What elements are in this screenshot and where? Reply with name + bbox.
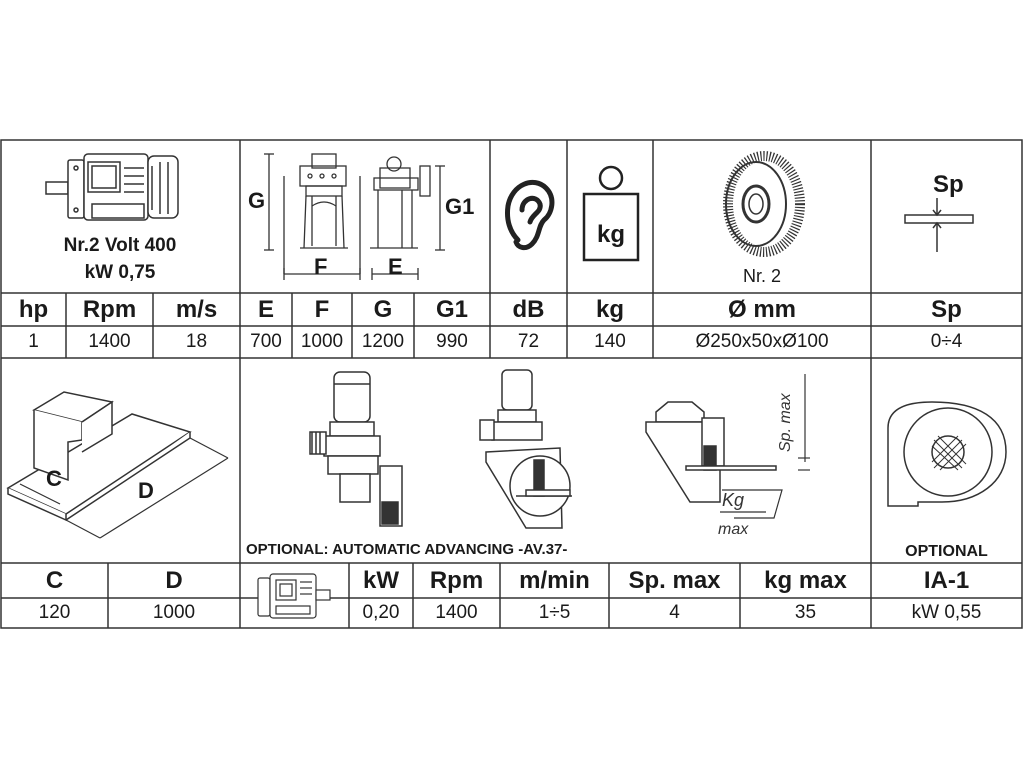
header-kg: kg [595,295,624,323]
header-ms: m/s [175,295,218,323]
feeder-sp-max-label: Sp. max [777,392,794,452]
header-diameter: Ø mm [727,295,796,323]
dim-label-g1: G1 [445,194,474,219]
value-diameter: Ø250x50xØ100 [695,331,829,352]
brush-caption: Nr. 2 [742,265,781,286]
feeder-max-label: max [718,521,749,538]
value-c: 120 [38,602,71,623]
extractor-fan-icon [887,401,1007,507]
motor-icon [45,153,179,221]
header-feeder-rpm: Rpm [429,566,484,594]
feeder-caption: OPTIONAL: AUTOMATIC ADVANCING -AV.37- [246,541,568,558]
table-label-d: D [138,478,154,503]
sp-icon-label: Sp [933,171,964,198]
header-e: E [257,295,274,323]
header-g1: G1 [435,295,468,323]
value-g: 1200 [361,331,405,352]
value-hp: 1 [28,331,39,352]
weight-icon: kg [582,165,640,262]
dim-label-g: G [248,188,265,213]
motor-caption-line2: kW 0,75 [84,262,156,283]
value-kw: 0,20 [362,602,400,623]
value-e: 700 [250,331,282,352]
dim-label-e: E [388,254,403,279]
value-kg-max: 35 [794,602,817,623]
value-sp: 0÷4 [930,331,963,352]
value-db: 72 [517,331,540,352]
value-f: 1000 [300,331,344,352]
extractor-caption: OPTIONAL [905,543,988,560]
value-kg: 140 [594,331,626,352]
value-ms: 18 [185,331,208,352]
value-ia-1: kW 0,55 [911,602,982,623]
worktable-diagram-icon: C D [6,391,229,539]
header-db: dB [512,295,545,323]
feeder-kg-label: Kg [722,490,744,510]
value-sp-max: 4 [669,602,680,623]
header-sp-max: Sp. max [628,566,721,594]
ear-icon [505,180,555,251]
header-rpm: Rpm [82,295,137,323]
value-feeder-rpm: 1400 [435,602,478,623]
motor-caption-line1: Nr.2 Volt 400 [63,235,177,256]
header-sp: Sp [931,295,962,323]
value-m-min: 1÷5 [538,602,571,623]
value-g1: 990 [436,331,468,352]
thickness-sp-icon: Sp [904,171,974,252]
dimension-diagram-icon: G F E G1 [248,153,474,280]
weight-icon-label: kg [597,221,625,248]
brush-icon [723,151,805,257]
header-kw: kW [363,566,399,594]
value-d: 1000 [152,602,196,623]
feeder-diagram-icon: Sp. max Kg max [309,369,810,538]
feeder-motor-icon [257,573,331,619]
header-d: D [165,566,183,594]
header-f: F [314,295,330,323]
header-g: G [373,295,393,323]
header-ia-1: IA-1 [923,566,970,594]
header-hp: hp [18,295,49,323]
table-label-c: C [46,466,62,491]
header-kg-max: kg max [764,566,847,594]
header-c: C [45,566,64,594]
header-m-min: m/min [519,566,590,594]
dim-label-f: F [314,254,327,279]
value-rpm: 1400 [88,331,131,352]
